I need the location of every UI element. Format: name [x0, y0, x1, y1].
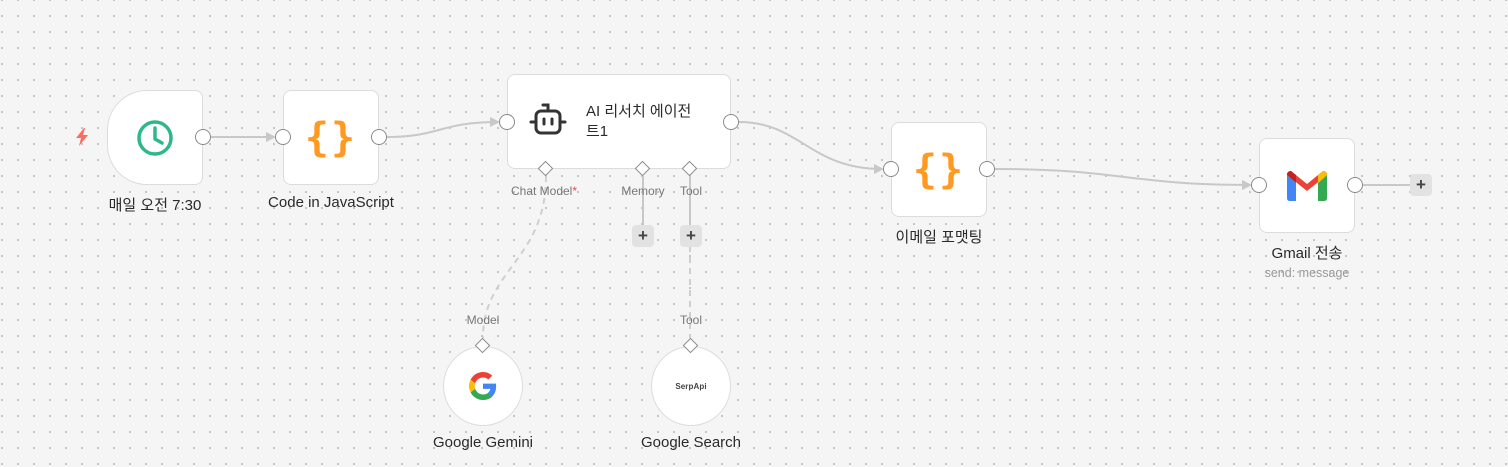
- gmail-node-sublabel: send: message: [1264, 266, 1350, 280]
- edge-code-agent: [386, 117, 500, 138]
- schedule-node-label: 매일 오전 7:30: [108, 197, 202, 214]
- code-braces-icon: {}: [304, 114, 358, 161]
- email-output-handle[interactable]: [979, 161, 995, 177]
- gmail-node-label: Gmail 전송: [1271, 245, 1343, 262]
- google-g-icon: [469, 372, 497, 400]
- code-node-label: Code in JavaScript: [268, 194, 394, 211]
- tool-port-label: Tool: [679, 184, 703, 198]
- email-input-handle[interactable]: [883, 161, 899, 177]
- search-node-label: Google Search: [640, 434, 742, 451]
- node-ai-agent[interactable]: AI 리서치 에이전 트1: [507, 74, 731, 169]
- agent-title-line1: AI 리서치 에이전: [586, 102, 692, 120]
- serpapi-logo-icon: SerpApi: [675, 381, 707, 391]
- search-port-label: Tool: [679, 313, 703, 327]
- node-google-search[interactable]: SerpApi: [651, 346, 731, 426]
- node-email-formatting[interactable]: {}: [891, 122, 987, 217]
- gemini-node-label: Google Gemini: [432, 434, 534, 451]
- schedule-output-handle[interactable]: [195, 129, 211, 145]
- clock-icon: [137, 119, 173, 156]
- add-memory-button[interactable]: +: [632, 225, 654, 247]
- agent-output-handle[interactable]: [723, 114, 739, 130]
- agent-input-handle[interactable]: [499, 114, 515, 130]
- memory-port-label: Memory: [621, 184, 665, 198]
- node-code-javascript[interactable]: {}: [283, 90, 379, 185]
- node-google-gemini[interactable]: [443, 346, 523, 426]
- gemini-port-label: Model: [466, 313, 500, 327]
- robot-icon: [529, 103, 567, 134]
- node-schedule-trigger[interactable]: [107, 90, 203, 185]
- code-output-handle[interactable]: [371, 129, 387, 145]
- node-gmail-send[interactable]: [1259, 138, 1355, 233]
- add-node-after-gmail-button[interactable]: +: [1410, 174, 1432, 196]
- agent-node-title: AI 리서치 에이전 트1: [586, 102, 716, 142]
- trigger-bolt-icon: [76, 128, 88, 146]
- email-node-label: 이메일 포맷팅: [895, 229, 983, 246]
- agent-title-line2: 트1: [586, 122, 609, 140]
- code-input-handle[interactable]: [275, 129, 291, 145]
- add-tool-button[interactable]: +: [680, 225, 702, 247]
- gmail-input-handle[interactable]: [1251, 177, 1267, 193]
- gmail-icon: [1287, 170, 1327, 201]
- code-braces-icon: {}: [912, 146, 966, 193]
- chat-model-port-label: Chat Model*: [510, 184, 578, 198]
- edge-email-gmail: [994, 168, 1252, 190]
- edge-agent-email: [738, 121, 884, 174]
- gmail-output-handle[interactable]: [1347, 177, 1363, 193]
